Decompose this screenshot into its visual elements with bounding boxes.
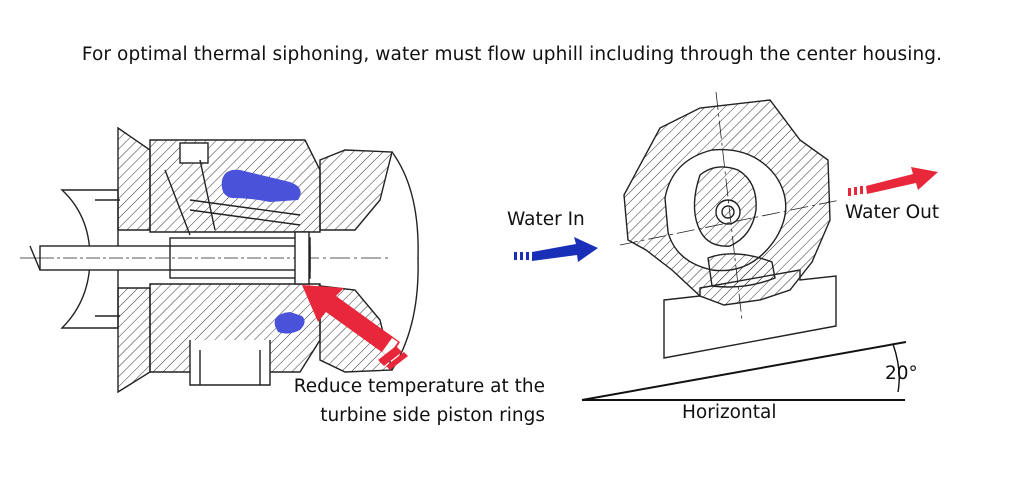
turbocharger-cross-section (20, 126, 420, 394)
water-in-label: Water In (507, 209, 585, 230)
upper-water-jacket (221, 169, 301, 202)
water-out-arrow (848, 167, 938, 196)
water-in-arrow (514, 237, 598, 262)
diagram-title: For optimal thermal siphoning, water mus… (81, 44, 943, 65)
center-housing-tilted (619, 91, 841, 359)
angle-label: 20° (885, 363, 918, 384)
lower-water-jacket (274, 312, 305, 334)
angle-arc (892, 343, 900, 393)
water-out-label: Water Out (845, 202, 940, 223)
callout-line-1: Reduce temperature at the (293, 376, 545, 397)
horizontal-label: Horizontal (682, 402, 777, 423)
piston-ring-callout: Reduce temperature at the turbine side p… (265, 372, 545, 430)
piston-ring-arrow (302, 285, 408, 370)
incline-line (581, 341, 907, 401)
callout-line-2: turbine side piston rings (320, 405, 545, 426)
angle-indicator (581, 341, 907, 401)
